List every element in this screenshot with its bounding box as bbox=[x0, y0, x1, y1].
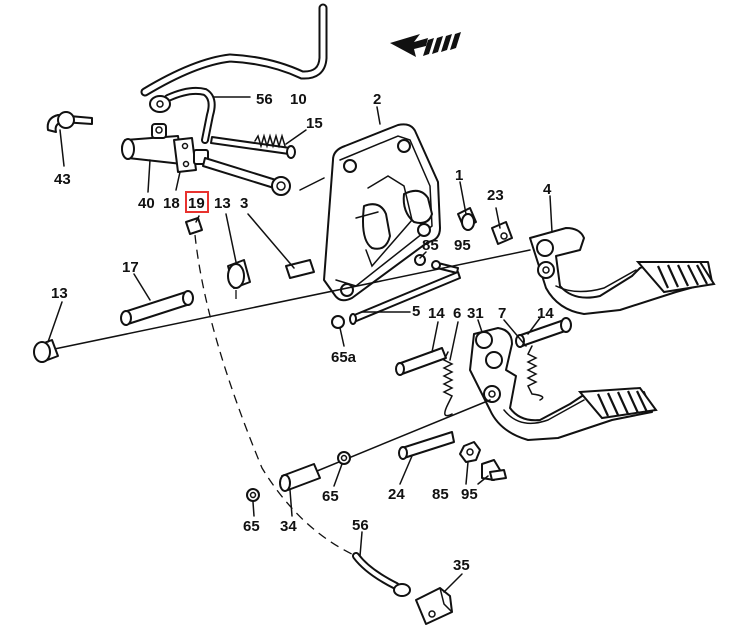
label-34: 34 bbox=[280, 518, 297, 535]
highlight-box-19 bbox=[185, 191, 209, 213]
label-14-a: 14 bbox=[428, 305, 445, 322]
label-1: 1 bbox=[455, 167, 463, 184]
bolt-part-95-bottom bbox=[481, 459, 507, 481]
label-6: 6 bbox=[453, 305, 461, 322]
label-13-a: 13 bbox=[214, 195, 231, 212]
master-cylinder-part-40 bbox=[121, 123, 209, 173]
label-65-b: 65 bbox=[322, 488, 339, 505]
pedal-part-31 bbox=[469, 327, 658, 441]
label-65-a: 65 bbox=[243, 518, 260, 535]
label-14-b: 14 bbox=[537, 305, 554, 322]
label-43: 43 bbox=[54, 171, 71, 188]
label-4: 4 bbox=[543, 181, 552, 198]
pin-part-24 bbox=[398, 431, 455, 460]
label-85-top: 85 bbox=[422, 237, 439, 254]
pin-part-17 bbox=[120, 290, 194, 326]
pin-part-14a bbox=[395, 347, 447, 376]
label-95-top: 95 bbox=[454, 237, 471, 254]
label-95-bottom: 95 bbox=[461, 486, 478, 503]
direction-arrow-icon bbox=[390, 32, 461, 57]
label-13-b: 13 bbox=[51, 285, 68, 302]
hose-part-56-bottom bbox=[352, 552, 411, 597]
bolt-part-1 bbox=[457, 207, 477, 231]
label-31: 31 bbox=[467, 305, 484, 322]
bushing-part-19 bbox=[185, 217, 203, 235]
label-10: 10 bbox=[290, 91, 307, 108]
label-24: 24 bbox=[388, 486, 405, 503]
label-7: 7 bbox=[498, 305, 506, 322]
bushing-part-13-lower bbox=[33, 339, 59, 363]
label-19: 19 bbox=[188, 195, 205, 212]
shaft-part-5 bbox=[349, 271, 461, 325]
label-56-bottom: 56 bbox=[352, 517, 369, 534]
label-3: 3 bbox=[240, 195, 248, 212]
label-17: 17 bbox=[122, 259, 139, 276]
label-2: 2 bbox=[373, 91, 381, 108]
label-18: 18 bbox=[163, 195, 180, 212]
label-23: 23 bbox=[487, 187, 504, 204]
pedal-part-4 bbox=[529, 227, 716, 315]
spacer-part-3 bbox=[285, 259, 315, 279]
part-labels: 10 56 2 15 43 40 18 19 13 3 1 23 4 85 95… bbox=[51, 91, 554, 574]
pin-part-14b bbox=[515, 317, 572, 348]
bushing-part-13-top bbox=[227, 259, 251, 289]
label-5: 5 bbox=[412, 303, 420, 320]
washer-part-65a bbox=[331, 315, 345, 329]
clip-part-43 bbox=[46, 111, 93, 133]
bushing-part-34 bbox=[279, 463, 321, 492]
nut-part-23 bbox=[491, 221, 513, 245]
spring-part-6 bbox=[442, 351, 454, 417]
spring-part-7 bbox=[526, 345, 544, 401]
label-56-top: 56 bbox=[256, 91, 273, 108]
leader-lines bbox=[47, 96, 553, 593]
pipe-part-10 bbox=[140, 3, 328, 97]
bolt-part-95-top bbox=[414, 254, 459, 274]
washer-part-65-right bbox=[337, 451, 351, 465]
hose-part-56-top bbox=[149, 86, 216, 144]
label-35: 35 bbox=[453, 557, 470, 574]
nut-part-85-bottom bbox=[459, 441, 481, 463]
label-15: 15 bbox=[306, 115, 323, 132]
washer-part-65-left bbox=[246, 488, 260, 502]
label-65a: 65a bbox=[331, 349, 357, 366]
plate-part-35 bbox=[415, 587, 453, 625]
adjuster-rod-part-15 bbox=[210, 133, 296, 159]
label-40: 40 bbox=[138, 195, 155, 212]
label-85-bottom: 85 bbox=[432, 486, 449, 503]
pushrod-part-3 bbox=[202, 157, 291, 196]
